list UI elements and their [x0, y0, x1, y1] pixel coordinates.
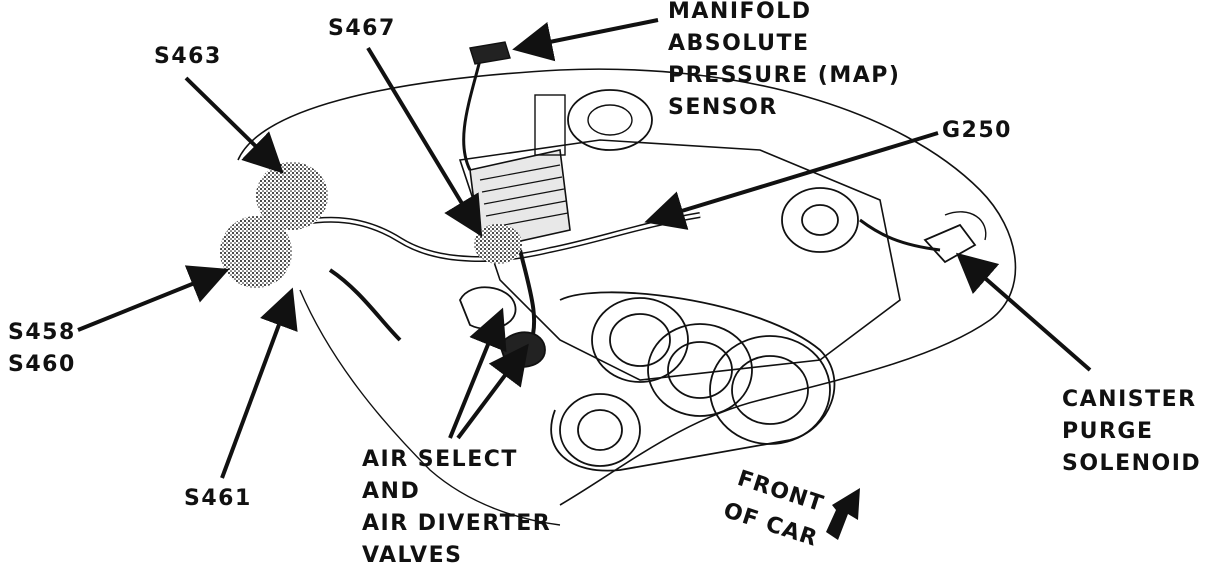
- map-sensor-line-2: ABSOLUTE: [668, 31, 810, 56]
- map-sensor-label: MANIFOLD ABSOLUTE PRESSURE (MAP) SENSOR: [668, 0, 900, 124]
- pulley-system: [550, 187, 859, 472]
- splice-s463-blob: [256, 162, 328, 230]
- splice-s458-text: S458: [8, 320, 76, 345]
- arrow-air-select: [448, 307, 507, 439]
- splice-s467-blob: [474, 224, 522, 264]
- arrow-s461: [220, 287, 298, 479]
- air-valves-label: AIR SELECT AND AIR DIVERTER VALVES: [362, 444, 551, 572]
- air-valves-line-2: AND: [362, 479, 421, 504]
- splice-s458-s460-label: S458 S460: [8, 317, 76, 381]
- splice-s461-label: S461: [184, 486, 252, 511]
- map-sensor-line-1: MANIFOLD: [668, 0, 812, 24]
- arrow-air-diverter: [456, 343, 529, 440]
- air-valves-line-4: VALVES: [362, 543, 463, 568]
- splice-s463-label: S463: [154, 44, 222, 69]
- callout-arrows: [77, 18, 1092, 479]
- splice-s458-blob: [220, 216, 292, 288]
- canister-line-2: PURGE: [1062, 419, 1154, 444]
- bay-outline: [237, 68, 1017, 506]
- map-sensor-line-3: PRESSURE (MAP): [668, 63, 901, 88]
- arrow-s467: [366, 46, 483, 237]
- engine-block: [458, 139, 901, 381]
- ground-g250-label: G250: [942, 118, 1012, 143]
- front-arrow-icon: [826, 488, 860, 540]
- arrow-g250: [644, 131, 939, 230]
- arrow-canister: [955, 252, 1092, 372]
- air-valves-line-3: AIR DIVERTER: [362, 511, 552, 536]
- canister-line-3: SOLENOID: [1062, 451, 1202, 476]
- splice-s467-label: S467: [328, 16, 396, 41]
- arrow-s458: [77, 265, 230, 332]
- canister-line-1: CANISTER: [1062, 387, 1197, 412]
- map-sensor-line-4: SENSOR: [668, 95, 778, 120]
- air-select-valve: [459, 286, 517, 330]
- throttle-body: [567, 89, 653, 151]
- arrow-s463: [184, 76, 284, 174]
- fender-line: [299, 289, 561, 526]
- canister-purge-solenoid: [923, 223, 977, 264]
- splice-s460-text: S460: [8, 352, 76, 377]
- map-sensor: [469, 41, 511, 65]
- canister-purge-label: CANISTER PURGE SOLENOID: [1062, 384, 1201, 480]
- air-valves-line-1: AIR SELECT: [362, 447, 518, 472]
- arrow-map: [512, 18, 659, 62]
